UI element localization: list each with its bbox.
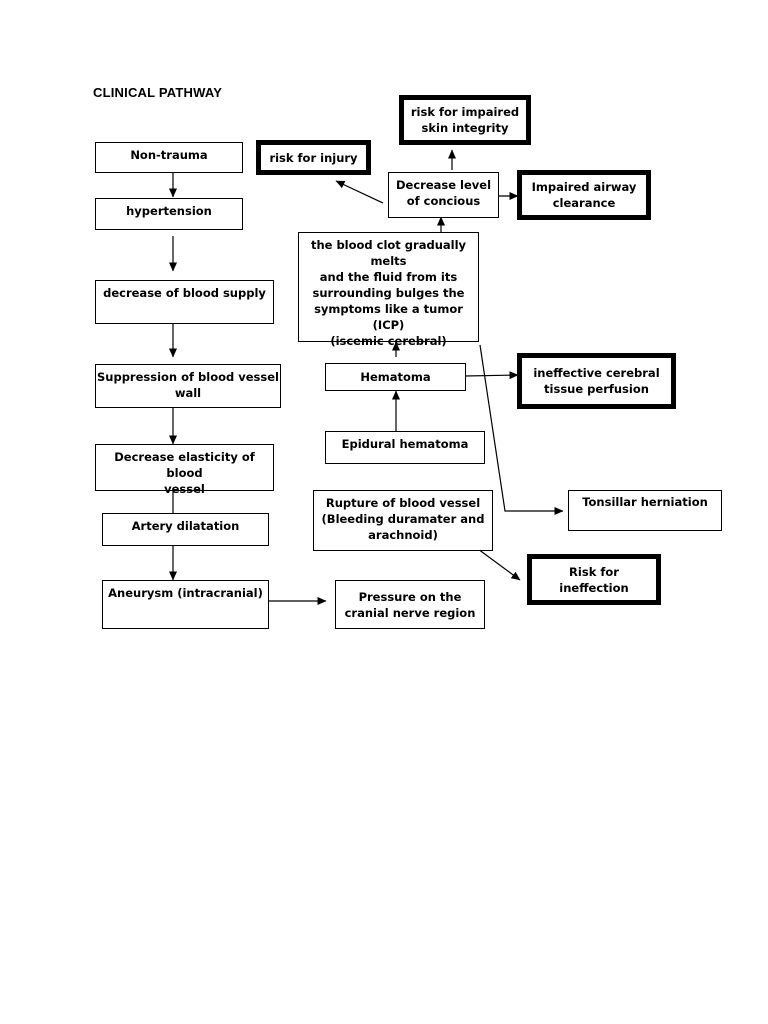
edge-rupture-infection [477, 548, 521, 581]
node-ineffective-cerebral-perfusion: ineffective cerebral tissue perfusion [517, 353, 676, 409]
node-aneurysm: Aneurysm (intracranial) [102, 580, 269, 629]
node-risk-for-injury: risk for injury [256, 140, 371, 175]
page-title: CLINICAL PATHWAY [93, 85, 223, 100]
node-decrease-level-conscious: Decrease level of concious [388, 172, 499, 218]
node-decrease-blood-supply: decrease of blood supply [95, 280, 274, 324]
node-epidural-hematoma: Epidural hematoma [325, 431, 485, 464]
node-pressure-cranial-nerve: Pressure on the cranial nerve region [335, 580, 485, 629]
node-artery-dilatation: Artery dilatation [102, 513, 269, 546]
node-decrease-elasticity: Decrease elasticity of blood vessel [95, 444, 274, 496]
node-rupture-blood-vessel: Rupture of blood vessel (Bleeding durama… [313, 490, 493, 551]
node-risk-infection: Risk for ineffection [527, 554, 661, 605]
node-hypertension: hypertension [95, 198, 243, 230]
node-tonsillar-herniation: Tonsillar herniation [568, 490, 722, 531]
node-blood-clot: the blood clot gradually melts and the f… [298, 232, 479, 348]
edge-hematoma-perfusion [464, 371, 519, 380]
node-non-trauma: Non-trauma [95, 142, 243, 173]
node-hematoma: Hematoma [325, 363, 466, 391]
node-risk-impaired-skin: risk for impaired skin integrity [399, 95, 531, 145]
edge-bloodclot-tonsillar [479, 344, 564, 515]
node-suppression-blood-vessel-wall: Suppression of blood vessel wall [95, 364, 281, 408]
edge-conscious-injury [335, 180, 384, 204]
node-impaired-airway: Impaired airway clearance [517, 170, 651, 220]
